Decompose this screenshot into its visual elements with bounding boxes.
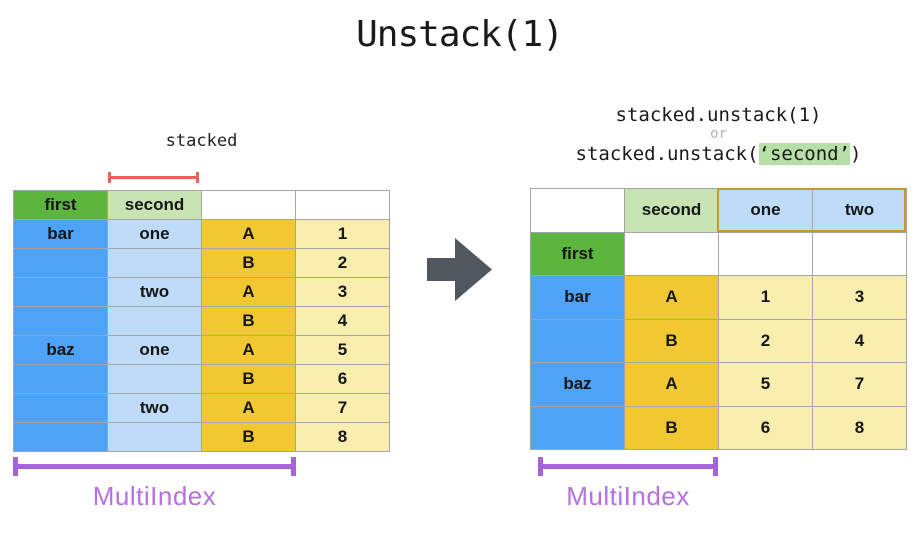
cell-a: A [201,393,296,423]
cell-b: B [624,405,719,450]
annotation-line1: stacked.unstack(1) [615,104,822,126]
cell-a: A [624,362,719,407]
cell-a: A [201,335,296,365]
right-arrow-icon [427,238,492,301]
cell-bar: bar [13,219,108,249]
cell-4: 4 [295,306,390,336]
cell-b: B [201,422,296,452]
cell-6: 6 [295,364,390,394]
cell-4: 4 [812,318,907,363]
cell-empty [13,393,108,423]
cell-b: B [201,306,296,336]
annotation-line2: stacked.unstack(‘second’) [530,143,907,165]
cell-empty [107,364,202,394]
cell-empty [13,248,108,278]
unstack-arg-highlight: ‘second’ [758,143,851,165]
cell-bar: bar [530,275,625,320]
cell-b: B [201,248,296,278]
cell-empty [295,190,390,220]
cell-empty [530,318,625,363]
cell-7: 7 [295,393,390,423]
annotation-suffix: ) [850,143,862,165]
cell-b: B [201,364,296,394]
cell-empty [530,405,625,450]
cell-7: 7 [812,362,907,407]
table-row: first [530,231,907,276]
multiindex-bracket-left [13,457,296,476]
cell-baz: baz [13,335,108,365]
cell-one: one [107,335,202,365]
cell-5: 5 [295,335,390,365]
cell-empty [530,188,625,233]
second-column-bracket [108,172,199,183]
cell-8: 8 [812,405,907,450]
cell-second: second [624,188,719,233]
cell-second: second [107,190,202,220]
cell-empty [107,248,202,278]
unstack-annotation: stacked.unstack(1) or stacked.unstack(‘s… [530,104,907,165]
cell-one: one [107,219,202,249]
cell-first: first [13,190,108,220]
annotation-prefix: stacked.unstack( [575,143,759,165]
cell-one: one [718,188,813,233]
cell-empty [624,231,719,276]
cell-a: A [201,277,296,307]
cell-3: 3 [812,275,907,320]
cell-2: 2 [295,248,390,278]
cell-empty [201,190,296,220]
cell-empty [107,422,202,452]
cell-empty [812,231,907,276]
cell-a: A [624,275,719,320]
cell-first: first [530,231,625,276]
multiindex-bracket-right [538,457,718,476]
cell-2: 2 [718,318,813,363]
annotation-or: or [710,126,727,142]
multiindex-label-left: MultiIndex [92,481,217,511]
cell-5: 5 [718,362,813,407]
cell-two: two [812,188,907,233]
cell-8: 8 [295,422,390,452]
cell-empty [13,364,108,394]
cell-empty [13,306,108,336]
cell-3: 3 [295,277,390,307]
page-title: Unstack(1) [356,14,564,55]
cell-1: 1 [718,275,813,320]
cell-empty [718,231,813,276]
cell-1: 1 [295,219,390,249]
cell-empty [13,422,108,452]
arrow-shape [427,238,492,301]
cell-baz: baz [530,362,625,407]
stacked-series-label: stacked [165,131,238,151]
cell-empty [107,306,202,336]
multiindex-label-right: MultiIndex [566,481,690,511]
cell-b: B [624,318,719,363]
cell-two: two [107,277,202,307]
cell-two: two [107,393,202,423]
cell-a: A [201,219,296,249]
cell-6: 6 [718,405,813,450]
cell-empty [13,277,108,307]
